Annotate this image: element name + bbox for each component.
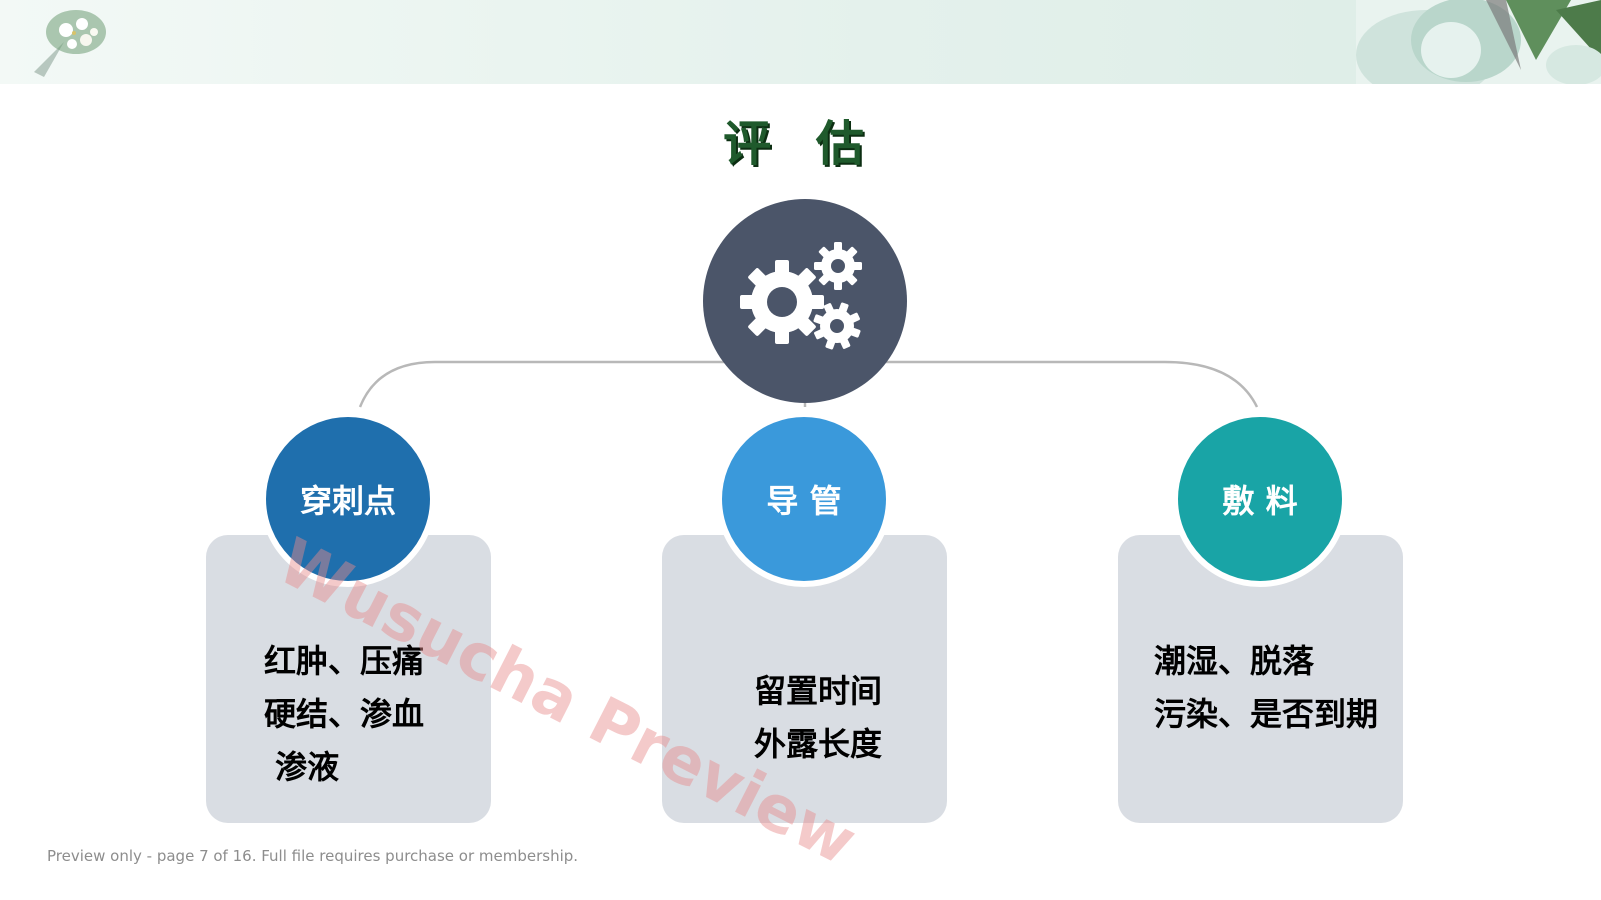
header-band — [0, 0, 1601, 84]
node-puncture-point-label: 穿刺点 — [299, 482, 396, 520]
node-puncture-point: 穿刺点 — [260, 411, 436, 587]
card-catheter-text: 留置时间 外露长度 — [754, 672, 883, 763]
hub-circle — [703, 199, 907, 403]
node-dressing-label: 敷 料 — [1222, 482, 1298, 520]
card-dressing-text: 潮湿、脱落 污染、是否到期 — [1154, 642, 1379, 733]
slide-title: 评 估 — [723, 116, 878, 172]
footer-notice: Preview only - page 7 of 16. Full file r… — [47, 847, 579, 865]
flower-decoration-right — [1356, 0, 1601, 84]
card-puncture-point-text: 红肿、压痛 硬结、渗血 渗液 — [264, 642, 425, 786]
node-dressing: 敷 料 — [1172, 411, 1348, 587]
node-catheter: 导 管 — [716, 411, 892, 587]
node-catheter-label: 导 管 — [766, 482, 842, 520]
gears-icon — [740, 242, 862, 350]
flower-decoration-left — [34, 10, 106, 77]
